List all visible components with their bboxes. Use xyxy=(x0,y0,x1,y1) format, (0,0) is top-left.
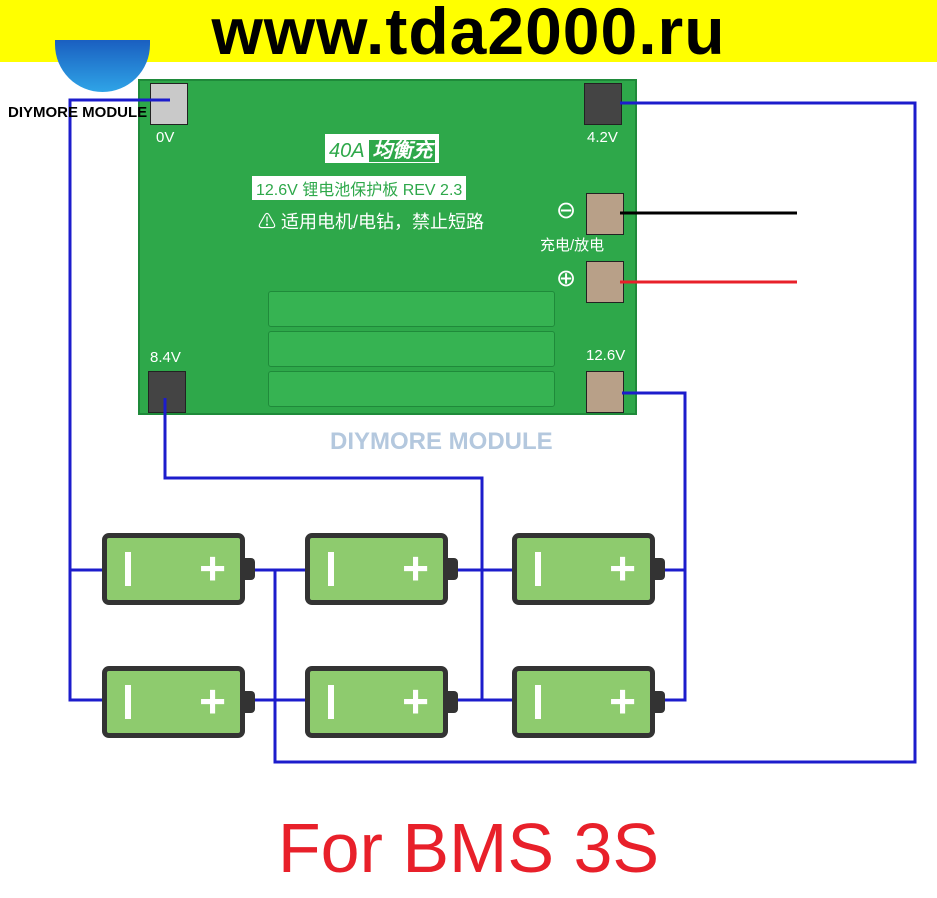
battery-cell: + xyxy=(102,666,255,738)
battery-plus-icon: + xyxy=(609,675,636,727)
bms-board: 0V 4.2V 40A 均衡充 12.6V 锂电池保护板 REV 2.3 ⚠ 适… xyxy=(138,79,637,415)
warning-icon: ⚠ xyxy=(258,212,276,232)
board-name: 12.6V 锂电池保护板 REV 2.3 xyxy=(252,176,467,200)
watermark: DIYMORE MODULE xyxy=(330,428,553,455)
battery-plus-icon: + xyxy=(402,675,429,727)
wire-0v xyxy=(68,98,170,702)
board-trace xyxy=(268,331,555,367)
battery-minus-icon xyxy=(535,552,541,586)
battery-plus-icon: + xyxy=(609,542,636,594)
battery-cell: + xyxy=(512,533,665,605)
battery-plus-icon: + xyxy=(402,542,429,594)
label-8-4v: 8.4V xyxy=(150,349,181,366)
label-4-2v: 4.2V xyxy=(587,129,618,146)
minus-icon: ⊖ xyxy=(556,197,577,224)
battery-plus-icon: + xyxy=(199,675,226,727)
pad-8-4v xyxy=(148,371,186,413)
battery-minus-icon xyxy=(328,685,334,719)
battery-minus-icon xyxy=(125,552,131,586)
balance-text: 均衡充 xyxy=(369,140,436,162)
pad-negative xyxy=(586,193,624,235)
pad-0v xyxy=(150,83,188,125)
battery-minus-icon xyxy=(125,685,131,719)
current-rating: 40A 均衡充 xyxy=(325,134,440,163)
battery-cell: + xyxy=(305,533,458,605)
pad-positive xyxy=(586,261,624,303)
board-trace xyxy=(268,371,555,407)
diagram-title: For BMS 3S xyxy=(277,809,660,887)
label-0v: 0V xyxy=(156,129,175,146)
pad-4-2v xyxy=(584,83,622,125)
warning-label: 适用电机/电钻，禁止短路 xyxy=(281,212,485,232)
site-banner: www.tda2000.ru xyxy=(0,0,937,64)
brand-name: DIYMORE MODULE xyxy=(8,104,148,121)
warning-text: ⚠ 适用电机/电钻，禁止短路 xyxy=(258,211,484,233)
battery-cell: + xyxy=(305,666,458,738)
current-text: 40A xyxy=(329,140,364,162)
battery-cell: + xyxy=(102,533,255,605)
battery-minus-icon xyxy=(535,685,541,719)
battery-minus-icon xyxy=(328,552,334,586)
label-12-6v: 12.6V xyxy=(586,347,626,364)
battery-plus-icon: + xyxy=(199,542,226,594)
board-trace xyxy=(268,291,555,327)
site-url: www.tda2000.ru xyxy=(211,0,726,68)
label-charge-discharge: 充电/放电 xyxy=(540,237,605,254)
plus-icon: ⊕ xyxy=(556,265,577,292)
battery-cell: + xyxy=(512,666,665,738)
